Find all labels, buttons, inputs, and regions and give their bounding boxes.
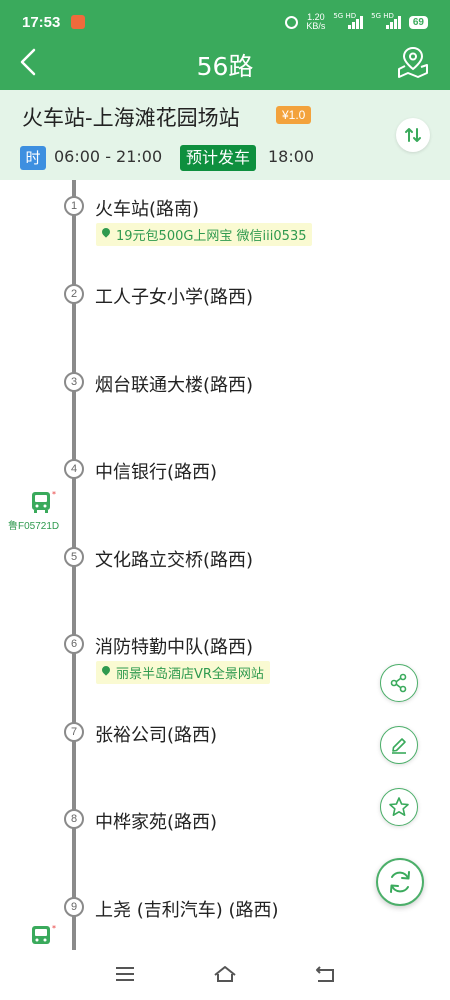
share-icon xyxy=(390,673,407,693)
map-pin-icon xyxy=(398,46,428,78)
stop-name: 中信银行(路西) xyxy=(95,462,218,483)
depart-time: 18:00 xyxy=(268,147,315,166)
swap-direction-button[interactable] xyxy=(396,118,430,152)
stop-number: 8 xyxy=(64,809,84,829)
net-speed-value: 1.20 xyxy=(307,12,325,22)
map-button[interactable] xyxy=(396,45,430,79)
refresh-icon xyxy=(390,871,410,893)
stop-name: 工人子女小学(路西) xyxy=(95,287,254,308)
stop-name: 张裕公司(路西) xyxy=(95,725,218,746)
alarm-icon xyxy=(285,15,299,29)
bus-plate: 鲁F05721D xyxy=(8,521,60,532)
stop-number: 6 xyxy=(64,634,84,654)
stop-name: 文化路立交桥(路西) xyxy=(95,550,254,571)
stop-ad-text: 19元包500G上网宝 微信iii0535 xyxy=(116,229,307,244)
svg-text:*: * xyxy=(52,924,56,933)
stop-name: 火车站(路南) xyxy=(95,199,200,220)
stop-number: 4 xyxy=(64,459,84,479)
stop-name: 烟台联通大楼(路西) xyxy=(95,375,254,396)
stop-item[interactable]: 2 工人子女小学(路西) xyxy=(0,275,450,335)
battery-level: 69 xyxy=(408,15,428,29)
back-button[interactable] xyxy=(14,46,42,78)
stop-ad[interactable]: 19元包500G上网宝 微信iii0535 xyxy=(96,223,313,246)
back-nav-icon xyxy=(316,966,334,982)
stop-name: 中桦家苑(路西) xyxy=(95,812,218,833)
stop-item[interactable]: 6 消防特勤中队(路西) 丽景半岛酒店VR全景网站 xyxy=(0,625,450,685)
stop-name: 上尧 (吉利汽车) (路西) xyxy=(95,900,279,921)
star-icon xyxy=(389,797,409,817)
edit-button[interactable] xyxy=(380,726,418,764)
signal-icon xyxy=(348,15,364,29)
route-info-panel: 火车站-上海滩花园场站 ¥1.0 时 06:00 - 21:00 预计发车 18… xyxy=(0,90,450,180)
stop-number: 1 xyxy=(64,196,84,216)
sim2-label: 5G HD xyxy=(371,12,394,20)
depart-badge: 预计发车 xyxy=(180,145,257,171)
top-bar: 17:53 1.20 KB/s 5G HD 5G HD 69 56路 xyxy=(0,0,450,90)
status-time: 17:53 xyxy=(22,14,61,31)
menu-icon xyxy=(116,967,134,981)
net-speed-unit: KB/s xyxy=(306,21,326,31)
share-button[interactable] xyxy=(380,664,418,702)
stop-number: 3 xyxy=(64,372,84,392)
stop-number: 7 xyxy=(64,722,84,742)
location-pin-icon xyxy=(100,664,112,676)
time-badge: 时 xyxy=(20,146,46,170)
stop-list: 1 火车站(路南) 19元包500G上网宝 微信iii0535 2 工人子女小学… xyxy=(0,180,450,950)
stop-item[interactable]: 9 上尧 (吉利汽车) (路西) xyxy=(0,888,450,948)
stop-item[interactable]: 8 中桦家苑(路西) xyxy=(0,800,450,860)
page-title: 56路 xyxy=(196,52,254,81)
stop-number: 2 xyxy=(64,284,84,304)
bus-icon: * xyxy=(32,924,56,944)
stop-item[interactable]: 1 火车站(路南) 19元包500G上网宝 微信iii0535 xyxy=(0,187,450,247)
svg-text:*: * xyxy=(52,490,56,499)
stop-ad[interactable]: 丽景半岛酒店VR全景网站 xyxy=(96,661,270,684)
status-right-group: 1.20 KB/s 5G HD 5G HD 69 xyxy=(285,12,428,31)
system-nav-bar xyxy=(0,950,450,1000)
stop-item[interactable]: 5 文化路立交桥(路西) xyxy=(0,538,450,598)
stop-item[interactable]: 7 张裕公司(路西) xyxy=(0,713,450,773)
refresh-button[interactable] xyxy=(376,858,424,906)
stop-number: 9 xyxy=(64,897,84,917)
stop-item[interactable]: 3 烟台联通大楼(路西) xyxy=(0,363,450,423)
edit-icon xyxy=(392,738,406,754)
route-name: 火车站-上海滩花园场站 xyxy=(22,106,240,130)
fare-badge: ¥1.0 xyxy=(276,106,312,124)
bus-marker[interactable]: * 鲁F05721D xyxy=(8,488,68,532)
menu-nav-button[interactable] xyxy=(112,962,138,986)
location-pin-icon xyxy=(100,226,112,238)
swap-direction-icon xyxy=(405,128,421,142)
home-nav-button[interactable] xyxy=(212,962,238,986)
back-nav-button[interactable] xyxy=(312,962,338,986)
signal-icon-2 xyxy=(385,15,401,29)
stop-item[interactable]: 4 中信银行(路西) xyxy=(0,450,450,510)
notification-app-icon xyxy=(71,15,85,29)
home-icon xyxy=(214,966,236,982)
stop-ad-text: 丽景半岛酒店VR全景网站 xyxy=(116,667,264,682)
favorite-button[interactable] xyxy=(380,788,418,826)
stop-number: 5 xyxy=(64,547,84,567)
sim1-label: 5G HD xyxy=(333,12,357,20)
bus-marker[interactable]: * xyxy=(8,922,68,950)
stop-name: 消防特勤中队(路西) xyxy=(95,637,254,658)
bus-icon: * xyxy=(32,490,56,513)
service-hours: 06:00 - 21:00 xyxy=(54,147,163,166)
status-bar: 17:53 1.20 KB/s 5G HD 5G HD 69 xyxy=(0,0,450,44)
net-speed: 1.20 KB/s xyxy=(306,13,325,31)
chevron-left-icon xyxy=(20,48,36,76)
